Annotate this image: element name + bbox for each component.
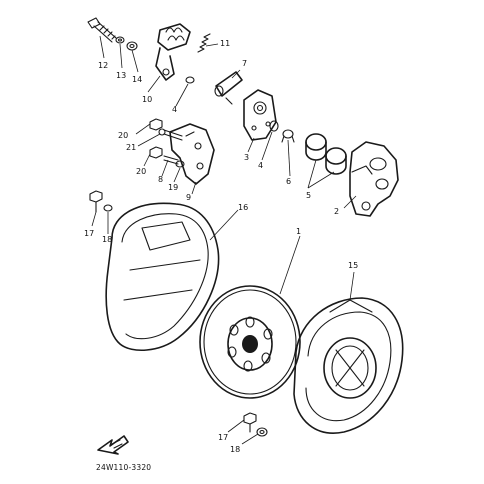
callout-18-lower: 18 — [230, 445, 240, 454]
callout-8: 8 — [158, 175, 163, 184]
figure-code: 24W110-3320 — [96, 463, 151, 472]
pin-6 — [281, 129, 295, 143]
front-arrow-icon — [97, 435, 129, 455]
bolt-21 — [158, 128, 183, 141]
piston-5b — [325, 147, 347, 175]
bracket-plate-3 — [243, 89, 277, 141]
bolt-17-upper — [89, 190, 103, 213]
callout-13: 13 — [116, 71, 126, 80]
adjuster-pin-7 — [214, 71, 243, 105]
washer-18-lower — [256, 427, 268, 437]
callout-12: 12 — [98, 61, 108, 70]
outer-cover-15 — [293, 297, 404, 434]
seal-4-lower — [269, 120, 279, 132]
piston-5a — [305, 133, 327, 161]
callout-20-lower: 20 — [136, 167, 146, 176]
brake-disc-1 — [199, 285, 301, 399]
caliper-body-2 — [349, 141, 399, 217]
washer-4-upper — [185, 76, 195, 84]
callout-14: 14 — [132, 75, 142, 84]
inner-cover-16 — [105, 202, 220, 352]
spring-11 — [197, 33, 211, 53]
callout-10: 10 — [142, 95, 152, 104]
callout-18-upper: 18 — [102, 235, 112, 244]
callout-21: 21 — [126, 143, 136, 152]
washer-18-upper — [103, 204, 113, 212]
bolt-12 — [87, 17, 117, 43]
callout-4-lower: 4 — [258, 161, 263, 170]
callout-2: 2 — [334, 207, 339, 216]
callout-5: 5 — [306, 191, 311, 200]
callout-11: 11 — [220, 39, 230, 48]
bolt-17-lower — [243, 412, 257, 433]
callout-6: 6 — [286, 177, 291, 186]
callout-16: 16 — [238, 203, 248, 212]
callout-17-lower: 17 — [218, 433, 228, 442]
callout-19: 19 — [168, 183, 178, 192]
callout-labels: 1 2 3 4 4 5 6 7 8 9 10 11 12 13 14 15 16… — [84, 39, 358, 454]
callout-20-upper: 20 — [118, 131, 128, 140]
callout-15: 15 — [348, 261, 358, 270]
callout-1: 1 — [296, 227, 301, 236]
washer-13 — [115, 36, 125, 44]
lever-10 — [155, 23, 191, 81]
nut-20-lower — [149, 146, 163, 159]
washer-19 — [175, 160, 185, 168]
callout-3: 3 — [244, 153, 249, 162]
bracket-9 — [169, 123, 215, 185]
callout-9: 9 — [186, 193, 191, 202]
callout-7: 7 — [242, 59, 247, 68]
callout-4-upper: 4 — [172, 105, 177, 114]
washer-14 — [126, 41, 138, 51]
leader-lines — [91, 35, 357, 445]
callout-17-upper: 17 — [84, 229, 94, 238]
nut-20-upper — [149, 118, 163, 131]
